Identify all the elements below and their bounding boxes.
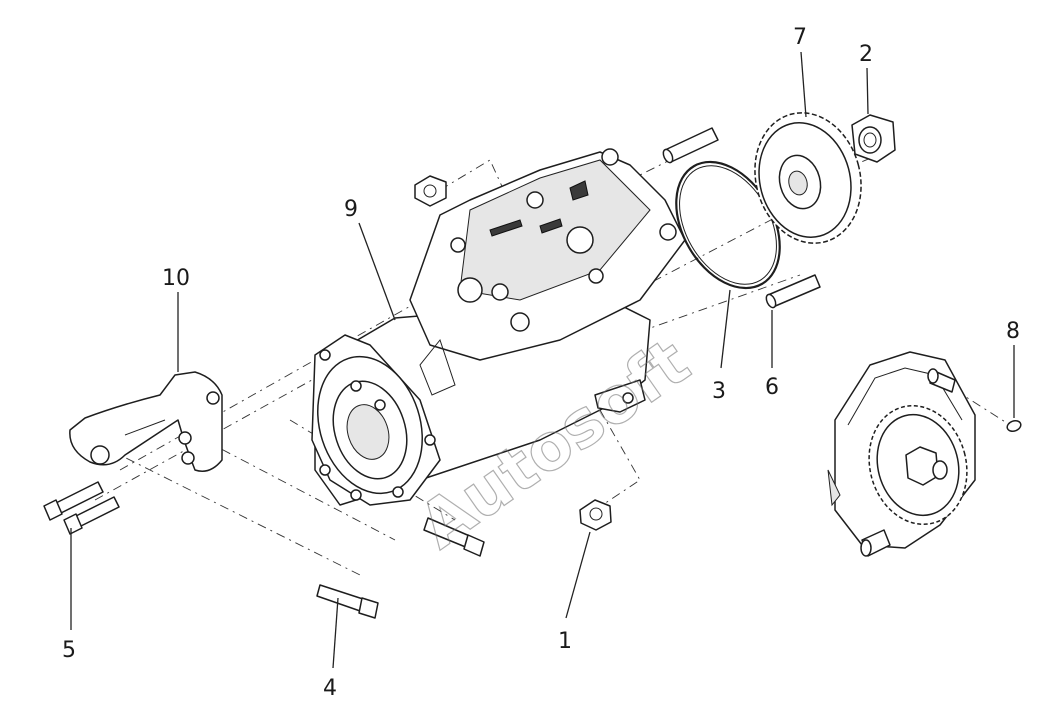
- callout-6: 6: [765, 375, 779, 400]
- callout-9: 9: [344, 197, 358, 222]
- stud-pin: [662, 127, 821, 309]
- washer: [1006, 419, 1022, 433]
- flange-nut: [414, 175, 612, 531]
- drive-gear: [754, 112, 862, 244]
- callout-10: 10: [162, 266, 190, 291]
- gear-plate-assembly: [827, 351, 976, 557]
- bolt-pair: [43, 481, 120, 535]
- hex-nut: [851, 114, 896, 163]
- callout-1: 1: [558, 629, 572, 654]
- mounting-bracket: [69, 371, 223, 472]
- callout-4: 4: [323, 676, 337, 701]
- callout-5: 5: [62, 638, 76, 663]
- callout-labels: 1 2 3 4 5 6 7 8 9 10: [62, 25, 1020, 701]
- callout-7: 7: [793, 25, 807, 50]
- leader-lines: [70, 51, 1015, 669]
- long-bolt: [316, 517, 485, 619]
- callout-8: 8: [1006, 319, 1020, 344]
- callout-3: 3: [712, 379, 726, 404]
- compressor-body: [311, 148, 686, 506]
- callout-2: 2: [859, 42, 873, 67]
